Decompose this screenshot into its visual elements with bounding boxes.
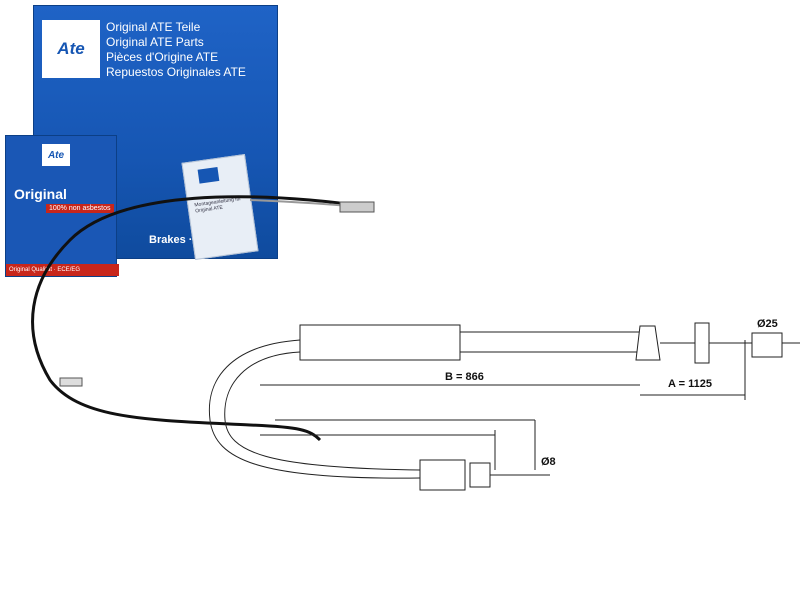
ate-logo: Ate: [42, 20, 100, 78]
adjuster-housing: [299, 324, 461, 361]
asbestos-badge: 100% non asbestos: [46, 204, 114, 213]
small-box-title: Original: [14, 186, 67, 202]
bottom-fitting: [419, 459, 466, 491]
technical-cable-inner: [224, 351, 421, 471]
dimension-a: A = 1125: [668, 378, 712, 390]
title-es: Repuestos Originales ATE: [106, 65, 246, 79]
title-de: Original ATE Teile: [106, 20, 201, 34]
dimension-d25: Ø25: [757, 318, 778, 330]
cable-clip: [59, 377, 83, 387]
quality-strip: Original Qualität · ECE/EG: [6, 264, 119, 276]
end-nipple: [751, 332, 783, 358]
end-stop: [694, 322, 710, 364]
dimension-b: B = 866: [445, 371, 484, 383]
rubber-boot: [635, 325, 661, 361]
title-fr: Pièces d'Origine ATE: [106, 50, 219, 64]
package-titles: Original ATE Teile Original ATE Parts Pi…: [106, 20, 246, 80]
dimension-d8: Ø8: [541, 456, 556, 468]
bottom-nipple: [469, 462, 491, 488]
cable-end-fitting: [339, 201, 375, 213]
cable-sleeve: [459, 331, 641, 353]
technical-cable-outer: [208, 339, 421, 479]
photo-cable: [31, 195, 371, 442]
ate-small-logo: Ate: [42, 144, 70, 166]
title-en: Original ATE Parts: [106, 35, 204, 49]
ate-small-box: Ate Original 100% non asbestos Original …: [5, 135, 119, 277]
